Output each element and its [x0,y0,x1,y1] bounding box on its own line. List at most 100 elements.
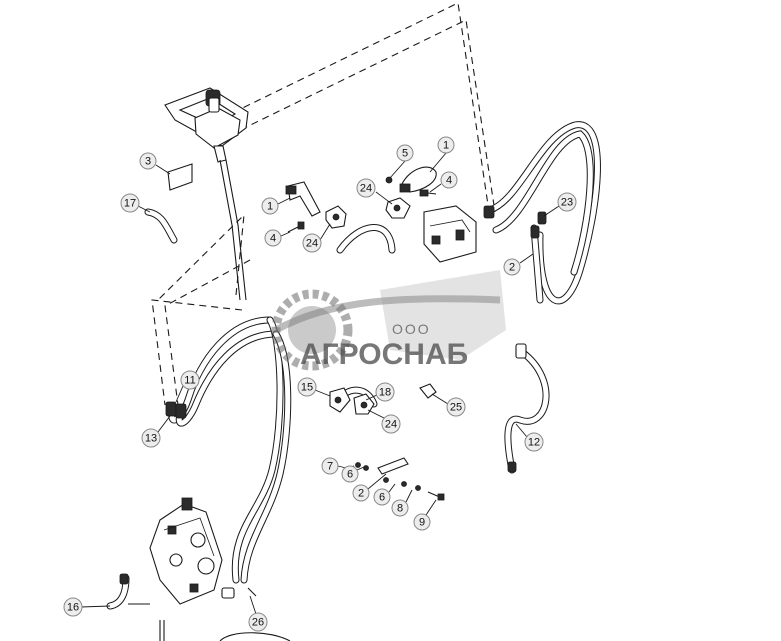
callout-number: 2 [358,488,364,500]
callout-24-top: 24 [356,178,376,198]
callout-17: 17 [120,193,140,213]
callout-number: 15 [301,382,313,394]
callout-number: 1 [267,201,273,213]
callout-bubble [440,171,458,189]
callout-bubble [381,414,401,434]
callout-12: 12 [524,432,544,452]
flange-part-24-top [385,197,411,219]
callout-24-left: 24 [302,233,322,253]
callout-bubble [557,192,577,212]
callout-bubble [503,258,521,276]
callout-1-top: 1 [437,136,455,154]
callout-number: 13 [145,433,157,445]
watermark-name: АГРОСНАБ [300,338,468,371]
callout-25: 25 [446,397,466,417]
callout-leader-lines [80,152,560,615]
callout-number: 7 [327,461,333,473]
bolt-part-4-top [419,189,437,197]
hose-part-12 [504,343,550,474]
callout-5: 5 [396,144,414,162]
hose-loop-right [483,121,601,305]
hose-part-16 [106,573,165,641]
bolt-part-5 [385,176,393,184]
callout-2-mid: 2 [352,484,370,502]
callout-6-upper: 6 [341,465,359,483]
callout-2-right: 2 [503,258,521,276]
callout-number: 9 [419,517,425,529]
flange-part-24-left [325,205,347,229]
callout-number: 5 [402,148,408,160]
callout-bubble [139,152,157,170]
callout-number: 26 [252,617,264,629]
callout-bubble [63,597,83,617]
callout-bubble [391,499,409,517]
callout-number: 11 [184,375,195,387]
callout-bubble [396,144,414,162]
callout-number: 16 [67,602,79,614]
fitting-part-26 [219,587,291,641]
callout-15: 15 [297,377,317,397]
callout-bubble [180,370,200,390]
callout-number: 12 [528,437,540,449]
callout-26: 26 [248,612,268,632]
callout-bubble [297,377,317,397]
callout-number: 2 [509,262,515,274]
callout-number: 24 [306,238,318,250]
callout-bubble [248,612,268,632]
callout-16: 16 [63,597,83,617]
callout-number: 24 [360,183,372,195]
callout-number: 18 [379,387,391,399]
callout-bubble [261,197,279,215]
control-lever-assembly [164,87,249,301]
watermark-prefix: ООО [392,321,431,337]
valve-block-upper [423,205,477,263]
callout-7: 7 [321,457,339,475]
callout-11: 11 [180,370,200,390]
callout-number: 4 [446,175,452,187]
callout-13: 13 [141,428,161,448]
callout-bubble [437,136,455,154]
callout-8: 8 [391,499,409,517]
bolt-part-4-left [287,221,305,233]
callout-bubble [120,193,140,213]
callout-number: 24 [385,419,397,431]
dashed-reference-lines [151,2,496,406]
clamp-part-1-top [399,166,437,193]
callout-bubble [356,178,376,198]
callout-number: 17 [124,198,136,210]
callout-9: 9 [413,513,431,531]
callout-number: 6 [379,492,385,504]
callout-bubble [524,432,544,452]
control-valve-lower [149,497,223,605]
hose-left-run [165,224,396,584]
callout-24-mid: 24 [381,414,401,434]
callout-number: 25 [450,402,462,414]
callout-bubble [341,465,359,483]
callout-bubble [446,397,466,417]
callout-6-lower: 6 [373,488,391,506]
callout-bubble [264,229,282,247]
callout-bubble [321,457,339,475]
callout-number: 6 [347,469,353,481]
callout-bubble [413,513,431,531]
short-hose-part-17 [144,208,178,244]
callout-number: 4 [270,233,276,245]
clamp-part-1-left [285,181,321,217]
callout-bubble [141,428,161,448]
callout-number: 23 [561,197,573,209]
label-plate-part-3 [167,163,193,191]
callout-number: 8 [397,503,403,515]
callout-bubble [375,382,395,402]
callout-number: 1 [443,140,449,152]
callout-3: 3 [139,152,157,170]
callout-4-left: 4 [264,229,282,247]
callout-1-left: 1 [261,197,279,215]
mounting-hardware [343,457,445,501]
callout-bubble [352,484,370,502]
callout-4-top: 4 [440,171,458,189]
callout-18: 18 [375,382,395,402]
callout-bubble [302,233,322,253]
callout-23: 23 [557,192,577,212]
